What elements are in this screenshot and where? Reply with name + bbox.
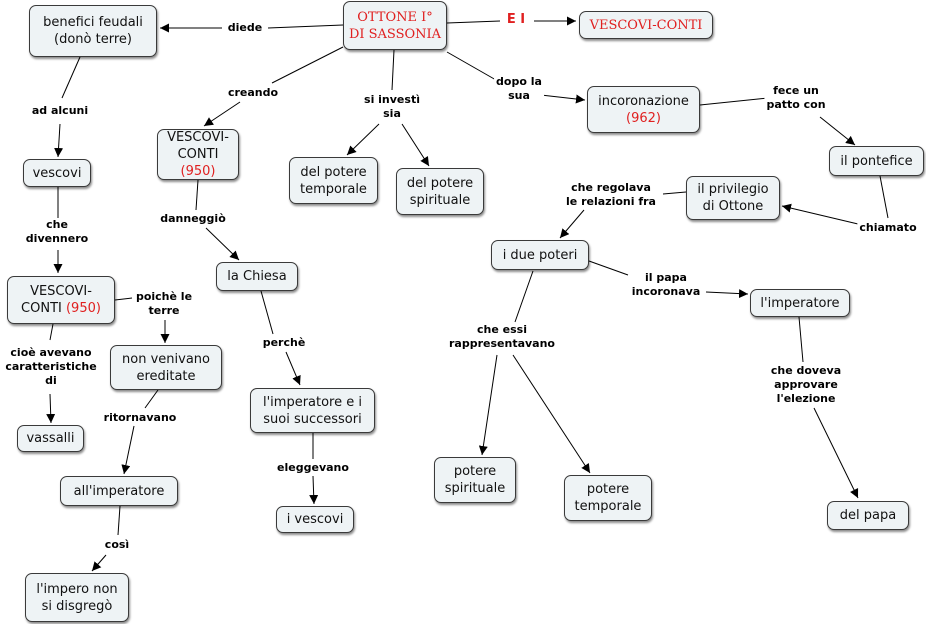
arrow-ritornavano-allimp: [121, 425, 135, 475]
arrow-rappresentavano-spir2: [478, 354, 498, 456]
node-incoronazione-text: incoronazione: [598, 93, 689, 109]
link-vcmid-danneggio: [195, 179, 199, 211]
link-ottone-ei: [446, 20, 501, 24]
arrow-fece-pontefice: [819, 116, 856, 146]
link-ottone-dopo: [446, 51, 497, 81]
node-pot-temp1: del potere temporale: [289, 157, 378, 204]
node-vc-mid-year: (950): [180, 164, 216, 179]
arrow-creando-vcmid: [203, 101, 241, 127]
node-vc-left-text: VESCOVI- CONTI: [21, 284, 92, 316]
arrow-cosi-impero: [91, 554, 107, 572]
arrow-chiamato-privilegio: [781, 203, 859, 225]
arrow-siinvesti-spir1: [401, 123, 430, 167]
node-vassalli: vassalli: [17, 425, 84, 452]
node-all-imperatore: all'imperatore: [60, 476, 178, 506]
link-imperatore-approvare: [798, 316, 804, 363]
label-danneggio: danneggiò: [158, 212, 228, 226]
label-diede: diede: [225, 21, 265, 35]
label-ei: E I: [504, 12, 528, 27]
link-chiesa-perche: [260, 290, 274, 335]
node-pot-spir2: potere spirituale: [434, 457, 516, 503]
node-imp-succ: l'imperatore e i suoi successori: [250, 388, 375, 433]
arrow-rappresentavano-temp2: [512, 354, 591, 474]
label-rappresentavano: che essi rappresentavano: [447, 323, 557, 351]
label-perche: perchè: [260, 336, 308, 350]
node-vescovi: vescovi: [23, 159, 91, 187]
node-incoronazione-year: (962): [626, 110, 661, 126]
label-creando: creando: [225, 86, 281, 100]
arrow-regolava-dueporteri: [559, 209, 585, 239]
node-benefici: benefici feudali (donò terre): [29, 5, 157, 57]
label-cosi: così: [102, 538, 132, 552]
arrow-perche-impsucc: [285, 351, 301, 386]
node-del-papa: del papa: [827, 501, 909, 530]
node-i-vescovi: i vescovi: [276, 506, 354, 533]
arrow-adalcuni-vescovi: [54, 123, 64, 158]
node-vc-left-year: (950): [65, 301, 101, 316]
link-ereditate-ritornavano: [144, 389, 159, 409]
label-dopo-la-sua: dopo la sua: [494, 75, 544, 103]
label-il-papa-incoronava: il papa incoronava: [629, 271, 703, 299]
label-cioe: cioè avevano caratteristiche di: [3, 346, 99, 388]
link-dueporteri-papa: [588, 260, 629, 276]
label-poiche: poichè le terre: [133, 290, 195, 318]
label-ad-alcuni: ad alcuni: [29, 104, 91, 118]
link-ottone-creando: [271, 46, 344, 84]
node-due-poteri: i due poteri: [491, 240, 589, 270]
arrow-siinvesti-temp1: [346, 123, 380, 156]
label-chiamato: chiamato: [857, 221, 919, 235]
node-ottone-line2: DI SASSONIA: [348, 26, 442, 42]
node-chiesa: la Chiesa: [216, 262, 298, 291]
arrow-eleggevano-ivescovi: [309, 475, 319, 505]
link-allimp-cosi: [117, 505, 121, 536]
node-ottone-line1: OTTONE I°: [357, 9, 433, 25]
link-pontefice-chiamato: [879, 175, 889, 219]
node-vc-mid-text: VESCOVI- CONTI: [167, 130, 229, 162]
link-ottone-diede: [267, 24, 344, 29]
label-si-investi: si investì sia: [362, 93, 422, 121]
label-fece-patto: fece un patto con: [764, 84, 828, 112]
node-non-ereditate: non venivano ereditate: [110, 345, 222, 390]
link-vc-poiche: [114, 297, 133, 301]
link-incoronazione-fece: [699, 97, 769, 106]
node-vc-mid: VESCOVI- CONTI (950): [157, 129, 239, 180]
node-ottone: OTTONE I°DI SASSONIA: [343, 1, 447, 50]
node-vc-left: VESCOVI- CONTI (950): [7, 276, 115, 324]
arrow-cioe-vassalli: [46, 393, 56, 424]
link-ottone-siinvesti: [391, 49, 395, 91]
node-incoronazione: incoronazione (962): [587, 86, 700, 133]
node-pot-temp2: potere temporale: [564, 475, 652, 521]
label-ritornavano: ritornavano: [101, 411, 179, 425]
link-benefici-adalcuni: [61, 56, 81, 99]
node-pontefice: il pontefice: [829, 146, 924, 176]
node-vescovi-conti-top-text: VESCOVI-CONTI: [589, 17, 703, 33]
link-dueporteri-rappresentavano: [514, 270, 534, 323]
label-che-regolava: che regolava le relazioni fra: [564, 181, 658, 209]
node-impero: l'impero non si disgregò: [25, 573, 129, 622]
node-vescovi-conti-top: VESCOVI-CONTI: [579, 11, 713, 39]
label-che-divennero: che divennero: [23, 218, 91, 246]
arrow-papa-imperatore: [705, 289, 749, 299]
link-vc-cioe: [49, 323, 54, 341]
node-privilegio: il privilegio di Ottone: [686, 176, 780, 220]
node-imperatore: l'imperatore: [750, 289, 850, 317]
node-pot-spir1: del potere spirituale: [396, 168, 484, 215]
arrow-danneggio-chiesa: [205, 227, 240, 261]
arrow-approvare-delpapa: [813, 407, 859, 499]
label-approvare: che doveva approvare l'elezione: [768, 364, 844, 406]
label-eleggevano: eleggevano: [275, 461, 351, 475]
link-privilegio-regolava: [662, 191, 687, 195]
